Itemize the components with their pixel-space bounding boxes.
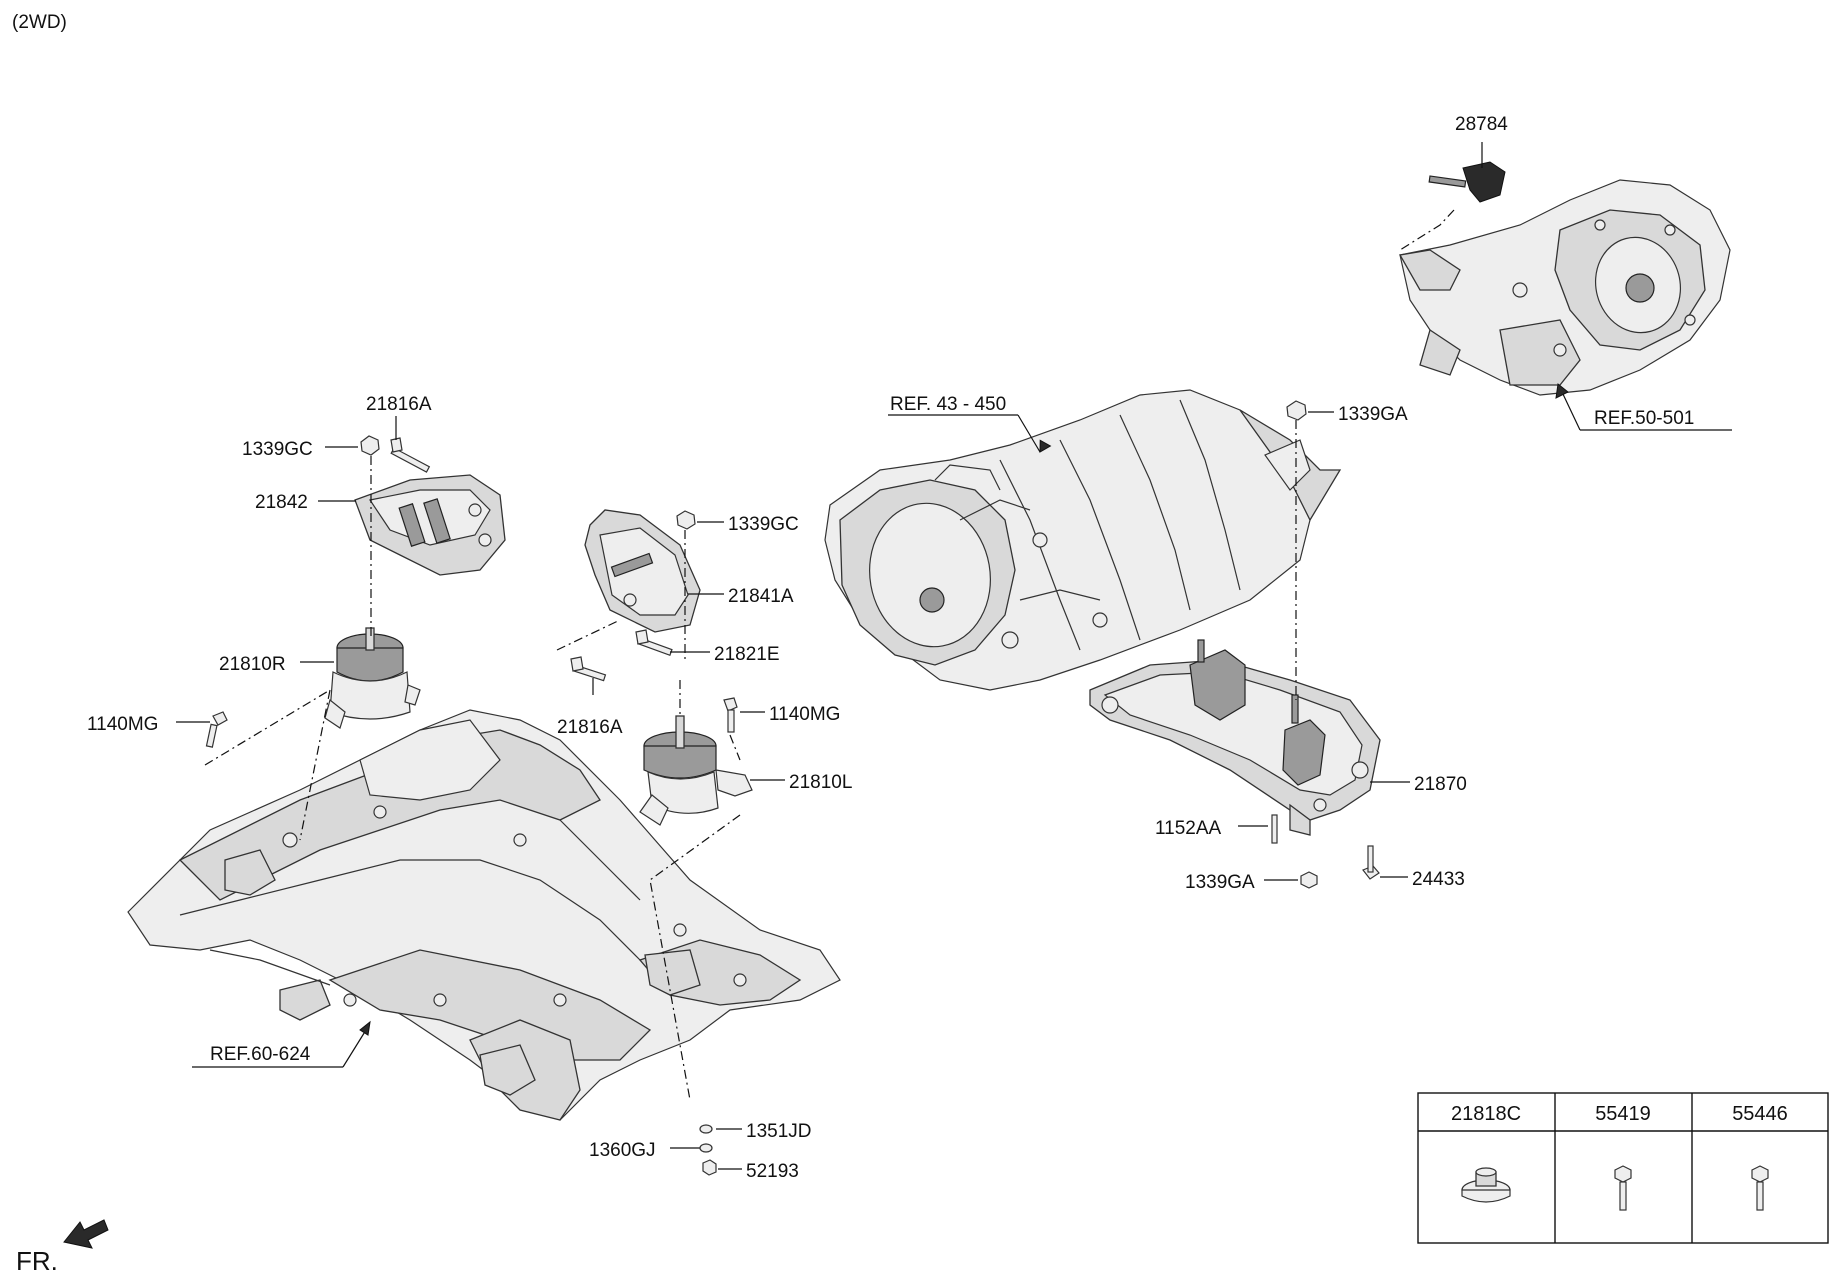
reference-label-differential: REF.50-501 (1594, 408, 1694, 429)
reference-subframe (192, 1020, 371, 1068)
table-header-55419: 55419 (1595, 1103, 1651, 1125)
reference-label-subframe: REF.60-624 (210, 1044, 311, 1065)
table-part-55446 (1751, 1165, 1769, 1211)
bolt-24433 (1362, 845, 1380, 880)
callout-24433: 24433 (1412, 869, 1465, 890)
table-header-21818C: 21818C (1451, 1103, 1521, 1125)
engine-mount-21810R (324, 627, 421, 729)
callout-1140MG-right: 1140MG (769, 704, 840, 725)
reference-differential (1555, 383, 1732, 431)
transmission-assembly (824, 389, 1342, 691)
callout-1140MG-left: 1140MG (87, 714, 158, 735)
callout-28784: 28784 (1455, 114, 1508, 135)
callout-52193: 52193 (746, 1161, 799, 1182)
bolt-1140MG-left (205, 711, 228, 748)
callout-21816A-top: 21816A (366, 394, 432, 415)
mount-bracket-21841A (584, 509, 701, 633)
nut-1339GC-left (360, 435, 380, 456)
front-direction-label: FR. (16, 1246, 58, 1276)
callout-1360GJ: 1360GJ (589, 1140, 656, 1161)
bracket-28784 (1428, 161, 1506, 203)
callout-1339GC-left: 1339GC (242, 439, 313, 460)
callout-1339GA-top: 1339GA (1338, 404, 1408, 425)
callout-21870: 21870 (1414, 774, 1467, 795)
callout-21842: 21842 (255, 492, 308, 513)
nut-1339GA-bottom (1300, 871, 1318, 889)
table-header-55446: 55446 (1732, 1103, 1788, 1125)
rear-differential (1398, 179, 1731, 396)
bolt-21816A-mid (570, 656, 607, 682)
leader-lines (176, 142, 1483, 1170)
variant-label: (2WD) (12, 12, 67, 33)
table-part-55419 (1614, 1165, 1632, 1211)
bolt-21821E (635, 629, 673, 657)
reference-label-transmission: REF. 43 - 450 (890, 394, 1006, 415)
transmission-crossmember-21870 (1089, 639, 1381, 836)
callout-1339GC-mid: 1339GC (728, 514, 799, 535)
mount-bracket-21842 (354, 474, 506, 576)
washer-1360GJ (699, 1143, 713, 1153)
callout-1152AA: 1152AA (1155, 818, 1222, 839)
front-subframe (127, 709, 841, 1121)
table-part-21818C (1461, 1167, 1511, 1203)
stud-1152AA (1271, 814, 1278, 844)
nut-1339GC-mid (676, 510, 696, 530)
callout-21821E: 21821E (714, 644, 780, 665)
front-arrow-icon (63, 1219, 109, 1249)
engine-mount-21810L (639, 715, 753, 826)
assembly-lines (204, 209, 1455, 1101)
callout-21810L: 21810L (789, 772, 852, 793)
callout-1339GA-bottom: 1339GA (1185, 872, 1255, 893)
nut-52193 (702, 1159, 717, 1176)
nut-1339GA-top (1286, 400, 1307, 421)
reference-transmission (888, 414, 1052, 453)
callout-21841A: 21841A (728, 586, 794, 607)
bolt-21816A-top (390, 437, 431, 473)
bolt-1140MG-right (723, 697, 738, 733)
callout-1351JD: 1351JD (746, 1121, 812, 1142)
callout-21816A-mid: 21816A (557, 717, 623, 738)
washer-1351JD (699, 1124, 713, 1134)
callout-21810R: 21810R (219, 654, 286, 675)
parts-table: 21818C 55419 55446 (1417, 1092, 1829, 1244)
